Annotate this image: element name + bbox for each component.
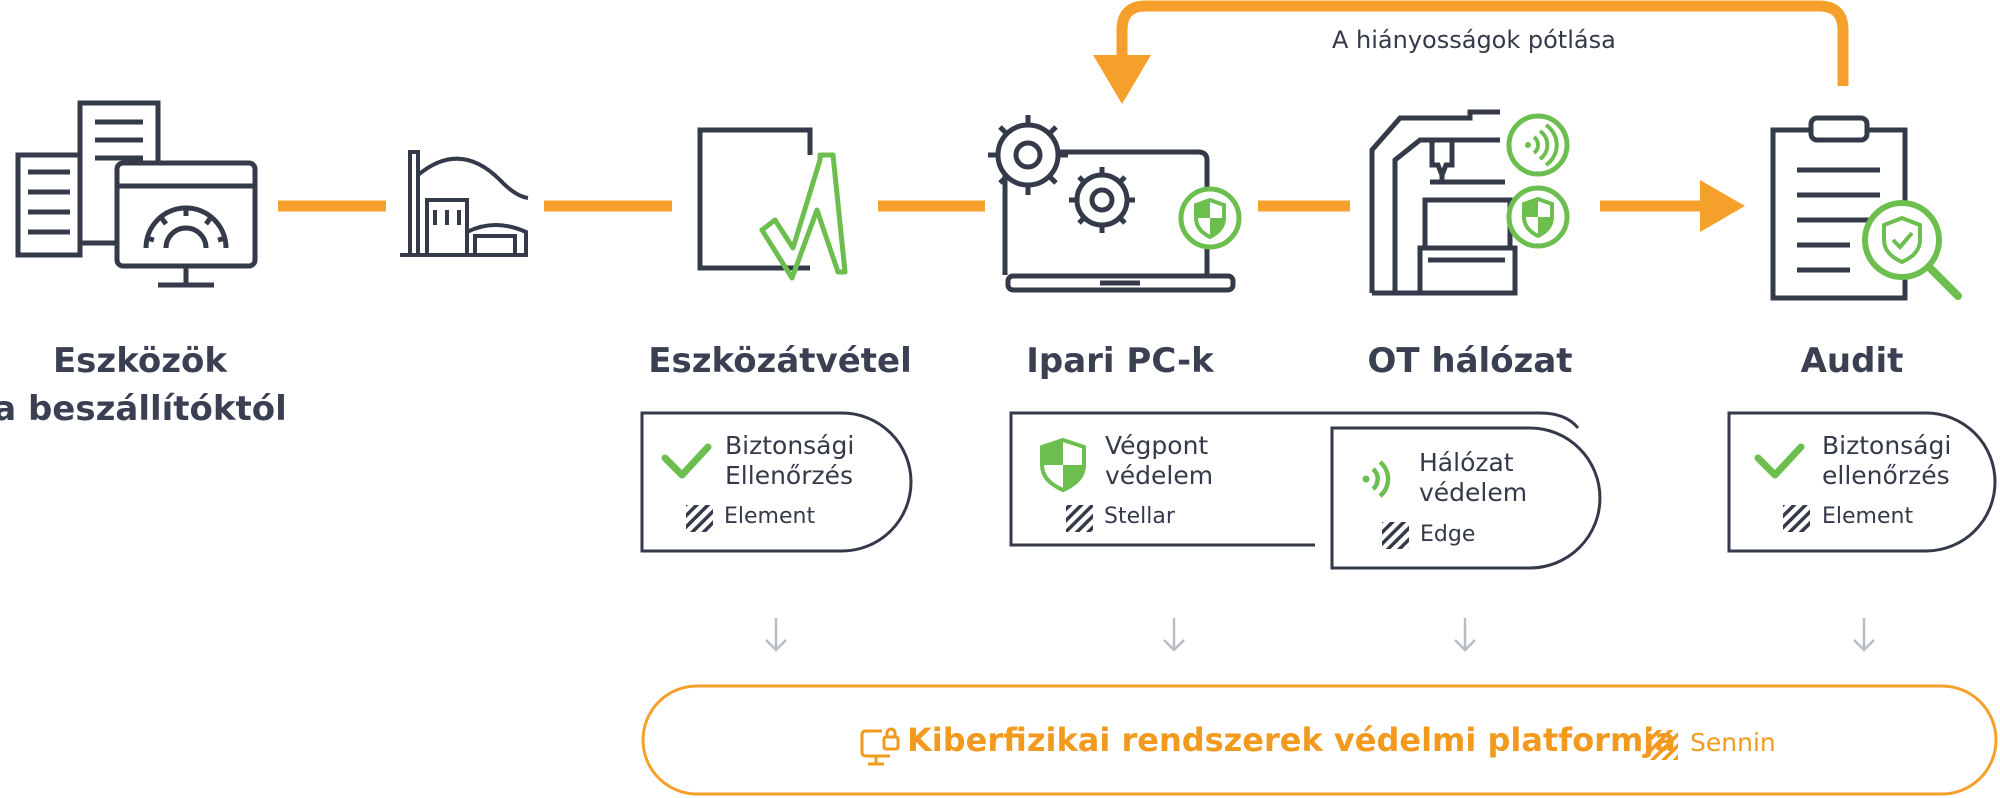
endpoint-card-label: Végpont védelem <box>1105 431 1214 490</box>
document-handover-icon <box>697 127 848 281</box>
checkmark-icon <box>1754 443 1805 479</box>
magnifier-check-icon <box>1862 200 1962 300</box>
stage-title-suppliers: Eszközök a beszállítóktól <box>0 341 287 429</box>
platform-title: Kiberfizikai rendszerek védelmi platform… <box>907 721 1676 759</box>
wifi-signal-icon <box>1362 460 1391 498</box>
stage-title-ot-network: OT hálózat <box>1367 341 1573 381</box>
arrow-to-audit <box>1600 180 1745 232</box>
sennin-logo-icon <box>1646 730 1678 760</box>
factory-icon <box>400 150 529 257</box>
network-card-product: Edge <box>1420 522 1476 547</box>
element-logo-icon <box>1783 505 1810 532</box>
endpoint-card-product: Stellar <box>1104 504 1175 529</box>
stage-title-intake: Eszközátvétel <box>648 341 912 381</box>
monitor-lock-icon <box>860 727 900 766</box>
checkmark-icon <box>661 443 712 479</box>
endpoint-card-frame <box>1009 411 1580 547</box>
audit-card-label: Biztonsági ellenőrzés <box>1822 431 1952 490</box>
intake-card-label: Biztonsági Ellenőrzés <box>725 431 855 490</box>
cnc-machine-icon <box>1369 109 1518 296</box>
intake-card-product: Element <box>724 504 816 529</box>
audit-card-product: Element <box>1822 504 1914 529</box>
platform-box <box>641 684 1998 796</box>
shield-badge-icon <box>1178 186 1242 250</box>
feedback-loop-arrow <box>1093 0 1849 104</box>
wifi-badge-icon <box>1506 113 1570 177</box>
stellar-logo-icon <box>1066 505 1093 532</box>
gear-icon <box>1069 167 1135 233</box>
platform-product: Sennin <box>1690 728 1776 757</box>
edge-logo-icon <box>1382 522 1409 549</box>
down-arrow-icons <box>765 618 1875 652</box>
element-logo-icon <box>686 505 713 532</box>
stage-title-audit: Audit <box>1800 341 1904 381</box>
monitor-gear-icon <box>114 160 258 288</box>
feedback-loop-label: A hiányosságok pótlása <box>1332 26 1616 54</box>
stage-title-industrial-pcs: Ipari PC-k <box>1026 341 1214 381</box>
shield-badge-icon <box>1506 185 1570 249</box>
gear-icon <box>988 115 1068 195</box>
shield-icon <box>1040 437 1086 493</box>
network-card-label: Hálózat védelem <box>1419 448 1528 507</box>
